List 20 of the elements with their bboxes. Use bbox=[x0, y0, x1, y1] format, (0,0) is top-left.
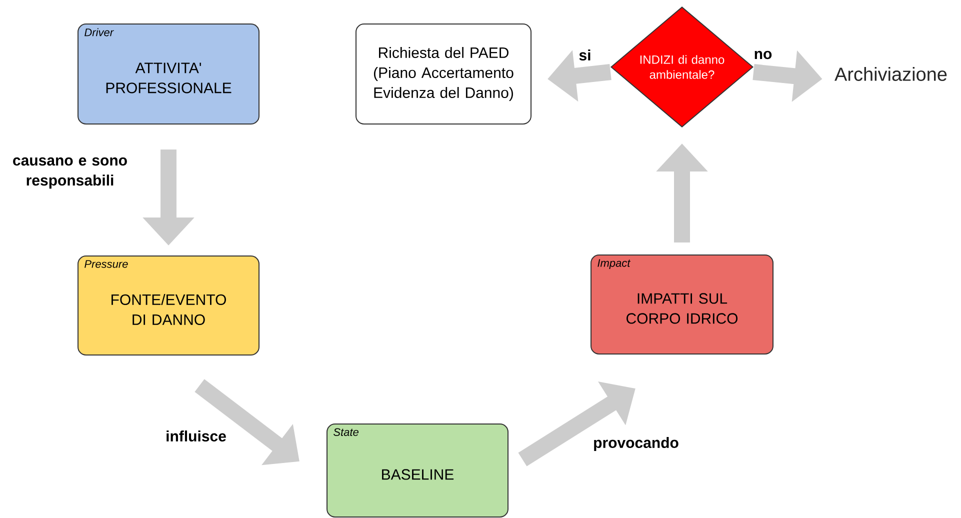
box-heading: Driver bbox=[84, 28, 114, 36]
process-box bbox=[78, 24, 260, 124]
box-text: BASELINE bbox=[382, 469, 454, 480]
box-heading: Impact bbox=[598, 259, 631, 270]
edge-label: si bbox=[579, 50, 590, 60]
edge-label: causano e sono responsabili bbox=[13, 157, 127, 189]
box-text: FONTE/EVENTO DI DANNO bbox=[112, 294, 226, 325]
box-text: Richiesta del PAED (Piano Accertamento Evidenza del Danno) bbox=[374, 47, 514, 101]
edge-label: provocando bbox=[594, 437, 678, 451]
outcome-text: Archiviazione bbox=[834, 67, 947, 81]
box-text: ATTIVITA' PROFESSIONALE bbox=[106, 62, 232, 94]
box-text: IMPATTI SUL CORPO IDRICO bbox=[626, 293, 738, 324]
process-box bbox=[326, 424, 508, 518]
edge-label: no bbox=[754, 50, 772, 60]
process-box bbox=[356, 24, 532, 124]
edge-label: influisce bbox=[166, 430, 226, 442]
box-heading: Pressure bbox=[84, 260, 128, 268]
box-heading: State bbox=[334, 428, 358, 436]
process-box bbox=[590, 254, 774, 354]
process-box bbox=[78, 256, 260, 356]
